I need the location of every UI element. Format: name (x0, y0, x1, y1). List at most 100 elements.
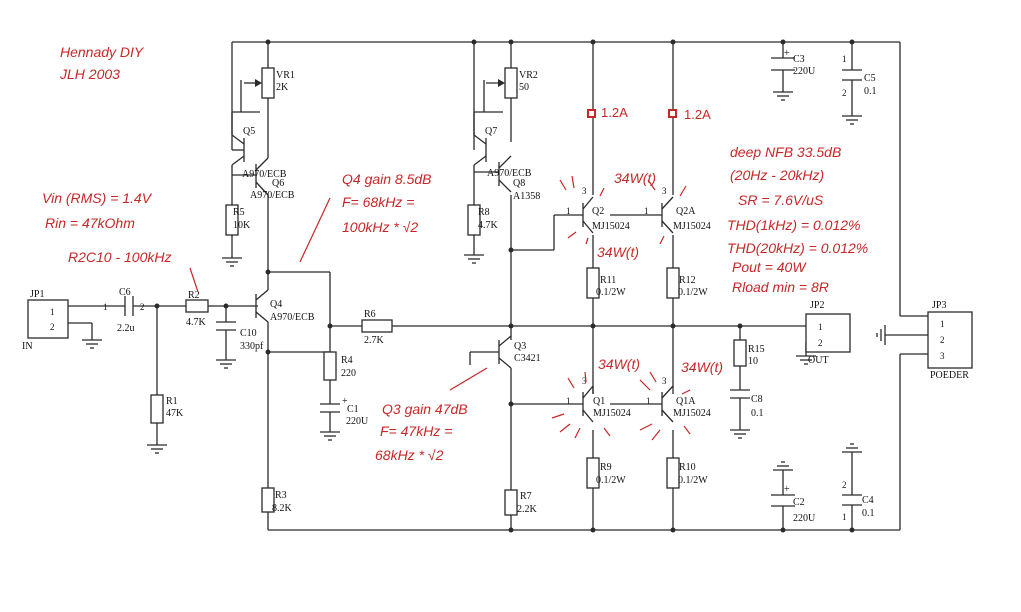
svg-text:+: + (784, 48, 790, 59)
annotation-power: 34W(t) 34W(t) 34W(t) 34W(t) (551, 170, 723, 441)
svg-text:3: 3 (662, 376, 667, 386)
svg-text:MJ15024: MJ15024 (593, 408, 631, 419)
svg-text:1: 1 (818, 322, 823, 332)
annotation-currents: 1.2A 1.2A (587, 105, 711, 122)
connector-jp1: JP1 1 2 IN (22, 289, 69, 352)
transistor-q1a: 1 3 Q1A MJ15024 (646, 376, 711, 423)
svg-text:POEDER: POEDER (930, 370, 969, 381)
svg-text:C5: C5 (864, 73, 876, 84)
capacitor-c8: C8 0.1 (730, 389, 764, 419)
svg-text:3: 3 (582, 186, 587, 196)
svg-text:MJ15024: MJ15024 (592, 221, 630, 232)
annotation-title: Hennady DIY JLH 2003 (59, 44, 145, 82)
svg-text:0.1/2W: 0.1/2W (596, 475, 626, 486)
svg-text:OUT: OUT (808, 355, 829, 366)
svg-text:2.2K: 2.2K (517, 504, 538, 515)
svg-text:R6: R6 (364, 309, 376, 320)
transistor-q8: A970/ECB Q8 A1358 (474, 155, 540, 202)
author-label: Hennady DIY (60, 44, 145, 60)
svg-text:0.1: 0.1 (864, 86, 877, 97)
svg-text:8.2K: 8.2K (272, 503, 293, 514)
svg-text:2: 2 (940, 335, 945, 345)
svg-text:R8: R8 (478, 207, 490, 218)
ground-symbols (82, 91, 886, 471)
model-label: JLH 2003 (59, 66, 120, 82)
svg-text:R15: R15 (748, 344, 765, 355)
svg-text:Pout = 40W: Pout = 40W (732, 259, 807, 275)
svg-text:2: 2 (50, 322, 55, 332)
svg-text:2.7K: 2.7K (364, 335, 385, 346)
svg-text:+: + (342, 396, 348, 407)
svg-text:Q4: Q4 (270, 299, 282, 310)
current-marker-q2 (587, 109, 596, 118)
svg-text:THD(20kHz) = 0.012%: THD(20kHz) = 0.012% (727, 240, 868, 256)
svg-text:220U: 220U (793, 66, 816, 77)
annotation-specs: deep NFB 33.5dB (20Hz - 20kHz) SR = 7.6V… (727, 144, 868, 295)
svg-text:R12: R12 (679, 275, 696, 286)
svg-text:VR1: VR1 (276, 70, 295, 81)
svg-text:R10: R10 (679, 462, 696, 473)
svg-text:C1: C1 (347, 404, 359, 415)
svg-text:MJ15024: MJ15024 (673, 221, 711, 232)
capacitor-c1: + C1 220U (320, 396, 369, 432)
svg-text:34W(t): 34W(t) (614, 170, 656, 186)
svg-text:A970/ECB: A970/ECB (250, 190, 295, 201)
svg-text:C8: C8 (751, 394, 763, 405)
svg-text:3: 3 (582, 376, 587, 386)
capacitor-c4: 2 1 C4 0.1 (842, 480, 875, 522)
svg-text:IN: IN (22, 341, 33, 352)
transistor-q2a: 1 3 Q2A MJ15024 (644, 186, 711, 234)
resistor-r5: R5 10K (225, 204, 251, 258)
svg-text:A970/ECB: A970/ECB (270, 312, 315, 323)
svg-text:JP2: JP2 (810, 300, 824, 311)
svg-text:R2C10 - 100kHz: R2C10 - 100kHz (68, 249, 172, 265)
svg-text:47K: 47K (166, 408, 184, 419)
svg-text:C3: C3 (793, 54, 805, 65)
svg-text:Q4 gain 8.5dB: Q4 gain 8.5dB (342, 171, 432, 187)
svg-text:R11: R11 (600, 275, 616, 286)
svg-text:R3: R3 (275, 490, 287, 501)
svg-text:1: 1 (566, 396, 571, 406)
resistor-r2: R2 4.7K (185, 290, 209, 328)
svg-text:Q1: Q1 (593, 396, 605, 407)
capacitor-c10: C10 330pf (216, 321, 264, 352)
svg-text:0.1/2W: 0.1/2W (678, 475, 708, 486)
svg-text:Q8: Q8 (513, 178, 525, 189)
svg-text:F= 68kHz =: F= 68kHz = (342, 194, 414, 210)
resistor-r1: R1 47K (150, 394, 184, 424)
svg-text:2: 2 (818, 338, 823, 348)
svg-text:0.1: 0.1 (862, 508, 875, 519)
capacitor-c2: + C2 220U (771, 484, 816, 524)
svg-text:C3421: C3421 (514, 353, 541, 364)
svg-text:220U: 220U (793, 513, 816, 524)
transistor-q7: Q7 (473, 112, 497, 185)
svg-text:3: 3 (940, 351, 945, 361)
resistor-vr2: VR2 50 (486, 67, 538, 99)
annotation-q3: Q3 gain 47dB F= 47kHz = 68kHz * √2 (375, 367, 488, 463)
svg-text:1: 1 (644, 206, 649, 216)
svg-text:0.1: 0.1 (751, 408, 764, 419)
svg-text:1: 1 (842, 54, 847, 64)
resistor-r8: R8 4.7K (467, 204, 499, 255)
resistor-r3: R3 8.2K (261, 487, 293, 514)
svg-text:R9: R9 (600, 462, 612, 473)
svg-text:Rin = 47kOhm: Rin = 47kOhm (45, 215, 135, 231)
svg-text:34W(t): 34W(t) (598, 356, 640, 372)
svg-text:Q6: Q6 (272, 178, 284, 189)
svg-text:1: 1 (646, 396, 651, 406)
svg-text:0.1/2W: 0.1/2W (678, 287, 708, 298)
svg-text:1.2A: 1.2A (684, 107, 711, 122)
svg-text:2: 2 (842, 480, 847, 490)
svg-text:R4: R4 (341, 355, 353, 366)
svg-text:34W(t): 34W(t) (681, 359, 723, 375)
svg-text:4.7K: 4.7K (186, 317, 207, 328)
svg-text:Q7: Q7 (485, 126, 497, 137)
svg-text:2.2u: 2.2u (117, 323, 135, 334)
svg-text:C4: C4 (862, 495, 874, 506)
svg-text:MJ15024: MJ15024 (673, 408, 711, 419)
svg-text:deep NFB 33.5dB: deep NFB 33.5dB (730, 144, 841, 160)
svg-text:2: 2 (140, 302, 145, 312)
resistor-r6: R6 2.7K (361, 309, 393, 346)
